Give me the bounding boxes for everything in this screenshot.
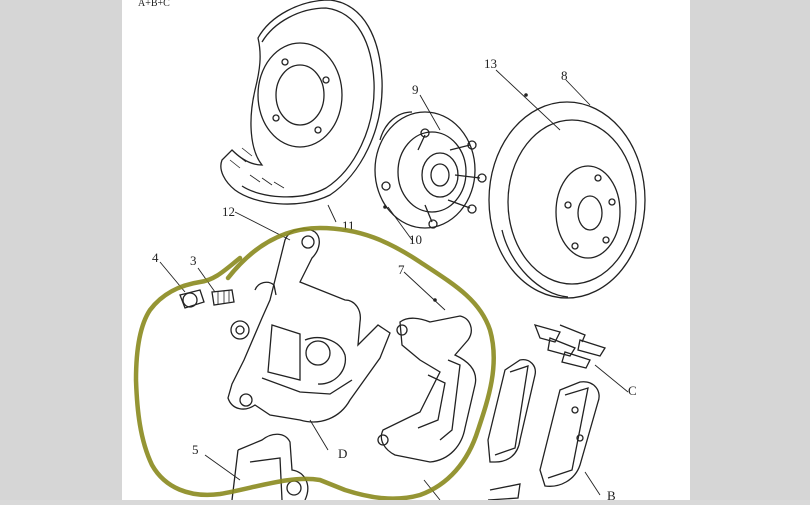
left-margin xyxy=(0,0,122,500)
brake-pads xyxy=(487,359,600,501)
callout-C: C xyxy=(628,383,637,398)
callout-B: B xyxy=(607,488,616,500)
callout-8: 8 xyxy=(561,68,568,83)
callout-12: 12 xyxy=(222,204,235,219)
brake-disc xyxy=(488,101,646,299)
callout-10: 10 xyxy=(409,232,422,247)
callout-D: D xyxy=(338,446,347,461)
guide-pin-bolt xyxy=(179,289,250,340)
header-label: A+B+C xyxy=(138,0,170,9)
callout-9: 9 xyxy=(412,82,419,97)
callout-4: 4 xyxy=(152,250,159,265)
callout-3: 3 xyxy=(190,253,197,268)
highlight-circle xyxy=(133,225,497,501)
diagram-sheet: A+B+C xyxy=(122,0,690,503)
right-margin xyxy=(690,0,810,500)
pad-clips xyxy=(533,324,606,369)
hub-bearing xyxy=(374,111,487,229)
caliper-bracket xyxy=(227,228,391,423)
leader-lines xyxy=(159,69,629,501)
dust-shield xyxy=(220,0,383,205)
callout-13: 13 xyxy=(484,56,497,71)
brake-assembly-diagram: A+B+C xyxy=(133,0,646,503)
callout-7: 7 xyxy=(398,262,405,277)
caliper-housing xyxy=(377,315,477,463)
callout-5: 5 xyxy=(192,442,199,457)
